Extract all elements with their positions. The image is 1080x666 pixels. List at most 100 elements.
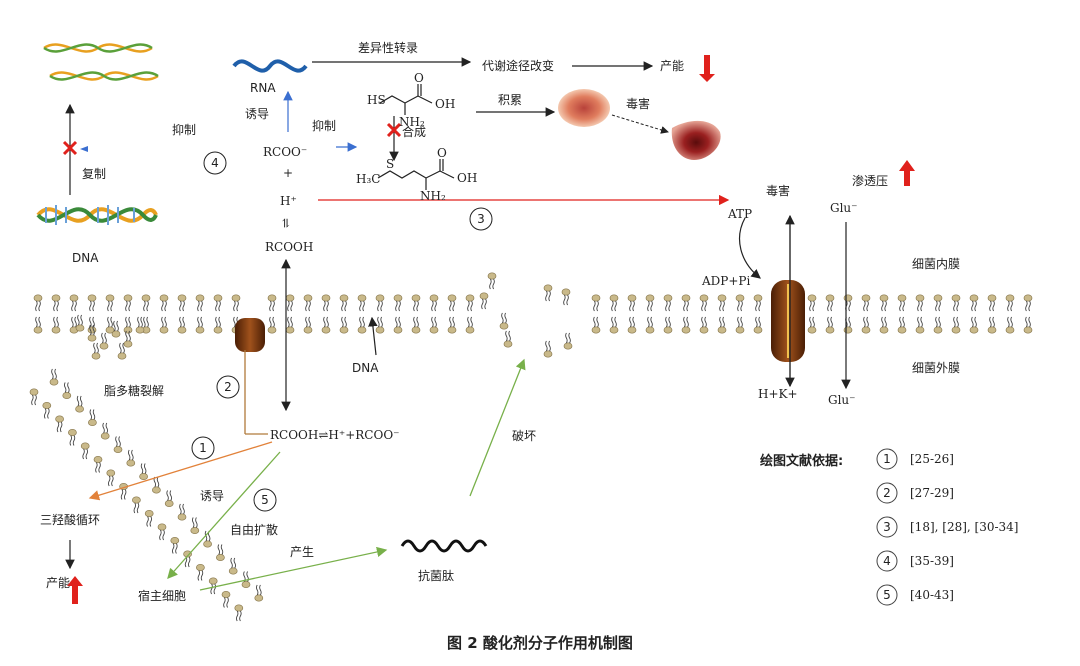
legend-num: 2: [883, 486, 891, 500]
free-diffusion-label: 自由扩散: [230, 522, 278, 537]
lipid-molecule: [843, 294, 853, 312]
glu-outside: Glu⁻: [828, 393, 856, 407]
lipid-molecule: [627, 294, 637, 312]
lipid-molecule: [375, 294, 385, 312]
porin-channel-icon: [235, 318, 265, 352]
sulfur-atom: S: [386, 157, 394, 171]
adp-label: ADP+Pi: [701, 274, 750, 288]
carbonyl-o: O: [414, 71, 424, 85]
atp-label: ATP: [727, 207, 752, 221]
lipid-molecule: [987, 316, 997, 334]
marker-1-num: 1: [199, 441, 207, 455]
toxic-label: 毒害: [626, 96, 650, 111]
amine-group: NH₂: [420, 189, 446, 203]
bilayer-membrane: [33, 272, 1033, 358]
lipid-molecule: [33, 294, 43, 312]
lipid-molecule: [825, 316, 835, 334]
legend-circles: [876, 448, 898, 606]
increase-arrow-icon: [899, 160, 915, 186]
lipid-molecule: [159, 316, 169, 334]
lipid-molecule: [393, 294, 403, 312]
dna-label: DNA: [352, 361, 379, 375]
induce-label: 诱导: [200, 489, 224, 503]
lipid-molecule: [717, 294, 727, 312]
lipid-molecule: [123, 316, 133, 334]
lipid-molecule: [699, 294, 709, 312]
rcooh-label: RCOOH: [265, 240, 313, 254]
lipid-molecule: [543, 284, 553, 302]
lipid-molecule: [681, 316, 691, 334]
lipid-molecule: [105, 294, 115, 312]
lipid-molecule: [29, 388, 39, 406]
lipid-molecule: [447, 294, 457, 312]
lipid-molecule: [62, 382, 72, 400]
inhibit-label: 抑制: [172, 122, 196, 137]
lipid-molecule: [135, 316, 145, 334]
lipid-molecule: [69, 316, 79, 334]
lipid-molecule: [123, 330, 133, 348]
lipid-molecule: [1023, 316, 1033, 334]
lipid-molecule: [735, 294, 745, 312]
lipid-molecule: [807, 294, 817, 312]
lipid-molecule: [119, 482, 128, 500]
induce-label: 诱导: [245, 107, 269, 121]
lps-fragments: [75, 314, 145, 360]
lipid-molecule: [69, 294, 79, 312]
marker-3-num: 3: [477, 212, 485, 226]
lipid-molecule: [543, 340, 553, 358]
inhibition-x-icon: [62, 140, 78, 156]
lipid-molecule: [487, 272, 497, 290]
lipid-molecule: [303, 294, 313, 312]
lipid-molecule: [126, 449, 136, 467]
dissociation-equation: RCOOH⇌H⁺+RCOO⁻: [270, 428, 400, 442]
lipid-molecule: [177, 503, 187, 521]
cysteine-structure: [379, 84, 433, 115]
marker-5-num: 5: [261, 493, 269, 507]
lipid-molecule: [645, 294, 655, 312]
decrease-arrow-icon: [699, 55, 715, 82]
lipid-molecule: [969, 316, 979, 334]
lipid-molecule: [465, 294, 475, 312]
lipid-molecule: [897, 316, 907, 334]
legend-ref: [35-39]: [910, 554, 954, 568]
lipid-molecule: [88, 409, 97, 427]
lipid-molecule: [183, 550, 192, 568]
lipid-molecule: [132, 496, 141, 514]
toxic-label: 毒害: [766, 183, 790, 198]
antimicrobial-peptide-icon: [400, 539, 488, 553]
lipid-molecule: [195, 294, 205, 312]
lipid-molecule: [80, 442, 90, 460]
lipid-molecule: [357, 316, 367, 334]
lipid-molecule: [447, 316, 457, 334]
rna-wave-icon: [232, 59, 308, 73]
lipid-molecule: [51, 294, 61, 312]
lipid-molecule: [645, 316, 655, 334]
lipid-molecule: [393, 316, 403, 334]
lipid-molecule: [339, 294, 349, 312]
lipid-molecule: [753, 294, 763, 312]
lipid-molecule: [861, 316, 871, 334]
plus-sign: +: [283, 166, 293, 180]
lipid-molecule: [561, 288, 571, 306]
lipid-molecule: [933, 294, 943, 312]
lps-label: 脂多糖裂解: [104, 383, 164, 398]
lipid-molecule: [357, 294, 367, 312]
oh-group: OH: [435, 97, 455, 111]
lipid-molecule: [663, 294, 673, 312]
figure-caption: 图 2 酸化剂分子作用机制图: [447, 634, 633, 652]
lipid-molecule: [339, 316, 349, 334]
produce-label: 产生: [290, 545, 314, 559]
antimicrobial-peptide-label: 抗菌肽: [418, 568, 454, 583]
lipid-molecule: [195, 316, 205, 334]
lipid-molecule: [213, 316, 223, 334]
lipid-molecule: [591, 294, 601, 312]
lipid-molecule: [213, 294, 223, 312]
outer-membrane-label: 细菌外膜: [912, 361, 960, 375]
lipid-molecule: [177, 316, 187, 334]
lipid-molecule: [75, 314, 85, 332]
lipid-molecule: [157, 523, 167, 541]
lipid-molecule: [139, 463, 148, 481]
inner-membrane-label: 细菌内膜: [912, 257, 960, 271]
lipid-molecule: [1023, 294, 1033, 312]
